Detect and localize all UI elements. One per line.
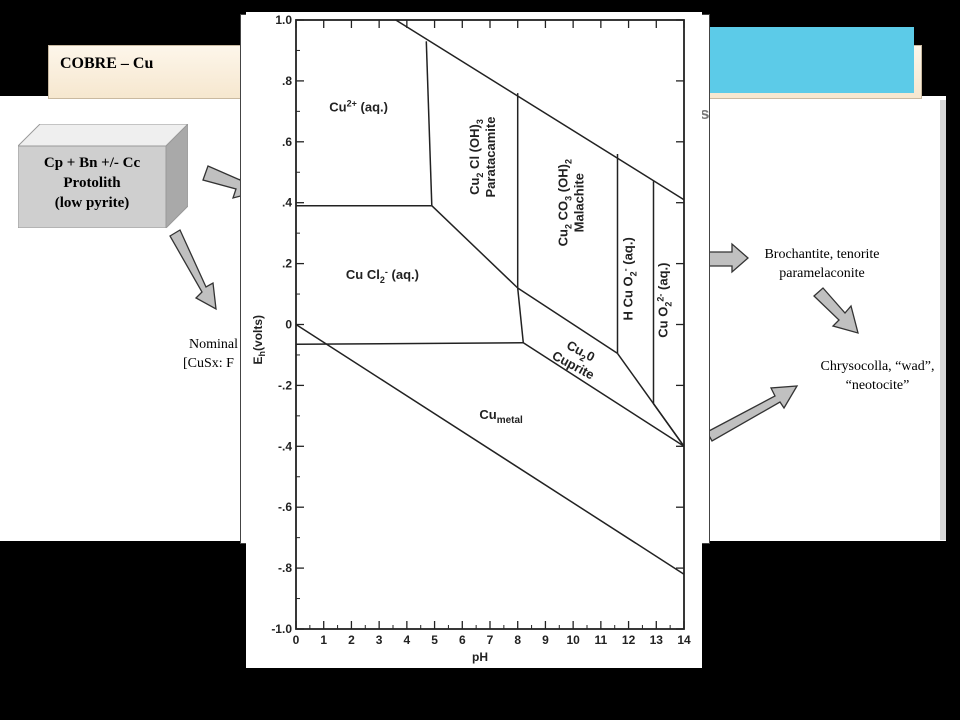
region-label-cucl2: Cu Cl2-​ (aq.): [346, 267, 419, 285]
region-label-malachite: Cu2​ CO3​ (OH)2​: [556, 159, 574, 246]
x-tick-label: 8: [514, 633, 521, 647]
protolith-line-2: Protolith: [63, 175, 121, 191]
x-tick-label: 0: [293, 633, 300, 647]
region-malachite: Cu2​ CO3​ (OH)2​Malachite: [556, 159, 587, 246]
region-paratacamite: Cu2​ Cl (OH)3​Paratacamite: [467, 117, 498, 198]
y-tick-label: .6: [282, 135, 292, 149]
boundary-cucl2-cumetal: [295, 342, 524, 346]
x-tick-label: 14: [677, 633, 691, 647]
x-tick-label: 3: [376, 633, 383, 647]
boundary-malachite-cuprite: [517, 287, 618, 355]
x-tick-label: 9: [542, 633, 549, 647]
chrysocolla-line-1: Chrysocolla, “wad”,: [820, 359, 935, 374]
x-tick-label: 7: [487, 633, 494, 647]
arrow-down-right: [813, 287, 859, 334]
boundary-cuo2-lower: [652, 403, 685, 447]
plot-frame: [295, 19, 685, 630]
nominal-line-2: [CuSx: F: [183, 356, 234, 371]
y-tick-label: -1.0: [271, 622, 292, 636]
x-tick-label: 1: [320, 633, 327, 647]
boundary-water-lower: [295, 323, 685, 575]
y-tick-label: 1.0: [275, 13, 292, 27]
region-cuo2: Cu O22-​ (aq.): [655, 263, 673, 338]
boundary-cucl2-cuprite: [516, 287, 525, 343]
y-axis-label: Eh(volts): [251, 315, 267, 365]
region-label-hcuo2: H Cu O2-​ (aq.): [621, 237, 639, 320]
region-cucl2: Cu Cl2-​ (aq.): [346, 267, 419, 285]
x-tick-label: 2: [348, 633, 355, 647]
arrow-down-left: [169, 229, 217, 311]
brochantite-line-1: Brochantite, tenorite: [764, 247, 880, 262]
y-tick-label: -.4: [278, 439, 292, 453]
slide-edge: [940, 100, 946, 540]
region-label-cumetal: Cumetal: [479, 407, 523, 426]
nominal-line-1: Nominal: [189, 337, 238, 352]
region-sublabel-malachite: Malachite: [572, 173, 587, 232]
boundary-water-upper: [395, 19, 685, 201]
region-cu2: Cu2+​ (aq.): [329, 98, 388, 114]
boundary-cuprite-cumetal: [522, 342, 685, 447]
x-tick-label: 10: [566, 633, 580, 647]
x-tick-label: 6: [459, 633, 466, 647]
region-label-cu2: Cu2+​ (aq.): [329, 98, 388, 114]
arrow-right-brochantite: [705, 242, 749, 274]
x-tick-label: 11: [595, 633, 608, 647]
protolith-line-1: Cp + Bn +/- Cc: [43, 155, 141, 171]
x-tick-label: 12: [622, 633, 636, 647]
region-cumetal: Cumetal: [479, 407, 523, 426]
arrow-up-right: [706, 385, 799, 442]
region-sublabel-paratacamite: Paratacamite: [483, 117, 498, 198]
boundary-cu2-paratacamite: [425, 41, 433, 206]
y-tick-label: .4: [282, 196, 292, 210]
region-label-cuo2: Cu O22-​ (aq.): [655, 263, 673, 338]
y-tick-label: 0: [285, 318, 292, 332]
protolith-box: Cp + Bn +/- Cc Protolith (low pyrite): [16, 122, 190, 230]
protolith-box-shape: [16, 122, 190, 230]
y-tick-label: -.2: [278, 378, 292, 392]
y-tick-label: -.6: [278, 500, 292, 514]
region-hcuo2: H Cu O2-​ (aq.): [621, 237, 639, 320]
slide-title: COBRE – Cu: [60, 55, 154, 72]
protolith-line-3: (low pyrite): [54, 195, 130, 211]
y-tick-label: .8: [282, 74, 292, 88]
x-tick-label: 4: [404, 633, 411, 647]
hidden-fragment: s: [700, 104, 710, 123]
y-tick-label: -.8: [278, 561, 292, 575]
x-tick-label: 5: [431, 633, 438, 647]
chrysocolla-line-2: “neotocite”: [845, 378, 910, 393]
y-tick-label: .2: [282, 257, 292, 271]
brochantite-line-2: paramelaconite: [779, 266, 865, 281]
region-label-paratacamite: Cu2​ Cl (OH)3​: [467, 119, 485, 195]
x-axis-label: pH: [472, 650, 488, 664]
boundary-cucl2-paratacamite-diag: [431, 205, 519, 289]
x-tick-label: 13: [650, 633, 664, 647]
